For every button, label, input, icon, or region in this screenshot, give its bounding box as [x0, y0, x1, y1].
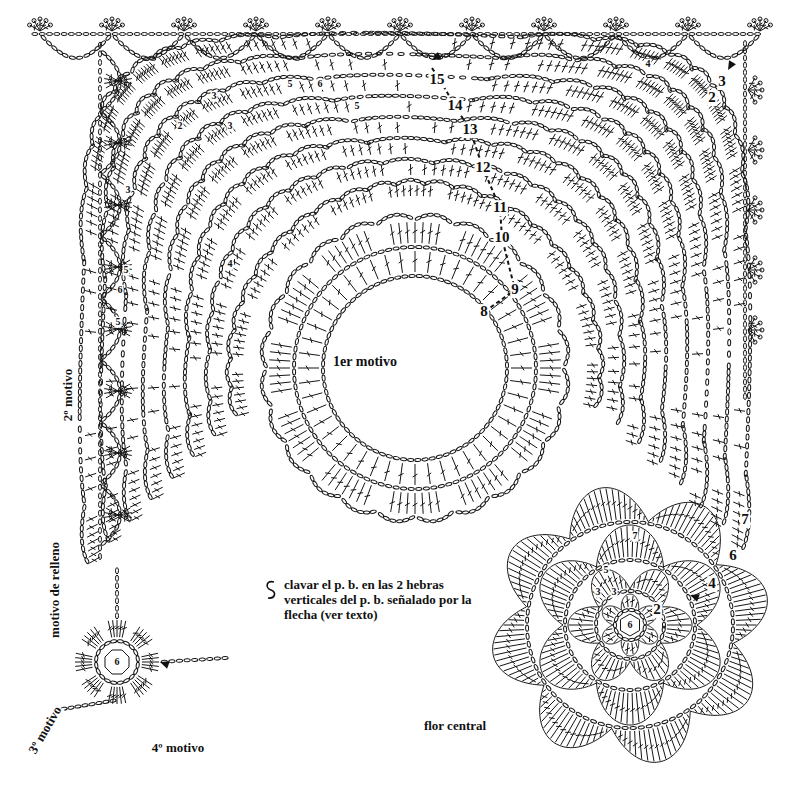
page: 1er motivo2º motivomotivo de relleno3º m…	[0, 0, 785, 786]
